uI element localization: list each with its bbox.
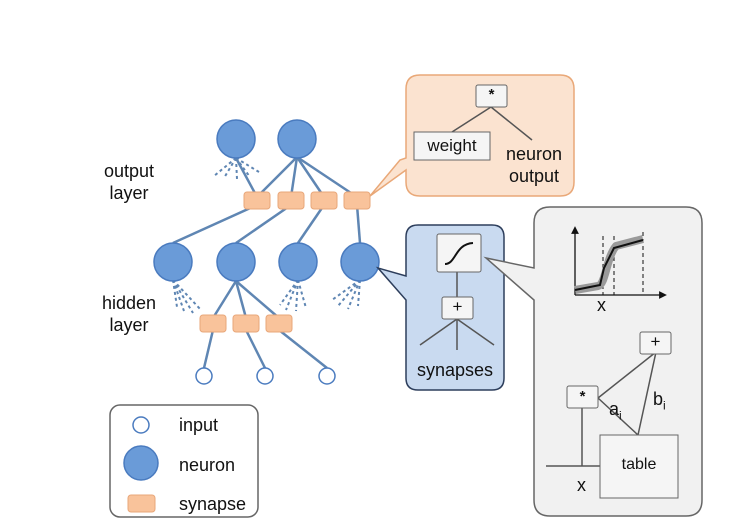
synapse xyxy=(343,191,371,210)
hidden-neuron xyxy=(216,242,256,282)
edge xyxy=(289,156,299,198)
weight-label: weight xyxy=(427,136,477,155)
multiply-symbol-detail: * xyxy=(579,388,586,405)
sigmoid-node xyxy=(436,233,482,273)
network-edges xyxy=(172,155,362,369)
plus-symbol-detail: + xyxy=(650,332,661,351)
legend-neuron-label: neuron xyxy=(179,455,236,475)
sigmoid-icon xyxy=(444,242,474,265)
sigmoid-chart xyxy=(571,226,667,299)
edge xyxy=(235,280,280,319)
input-node xyxy=(195,367,213,385)
hidden-neuron xyxy=(278,242,318,282)
a-i-label: ai xyxy=(609,399,622,423)
edge xyxy=(296,155,358,199)
edge xyxy=(234,157,259,198)
input-node xyxy=(256,367,274,385)
legend-synapse-icon xyxy=(127,494,156,513)
synapse xyxy=(265,314,293,333)
plus-node xyxy=(441,296,474,320)
input-node xyxy=(318,367,336,385)
edge xyxy=(235,203,292,245)
plus-symbol: + xyxy=(452,297,463,316)
edge xyxy=(172,203,258,245)
weight-box xyxy=(413,131,491,161)
synapse xyxy=(277,191,305,210)
legend-synapse-label: synapse xyxy=(179,494,247,514)
edge xyxy=(295,156,326,198)
multiply-node-detail xyxy=(566,385,599,409)
output-layer-label: output layer xyxy=(103,161,155,203)
edge xyxy=(278,329,328,369)
edge xyxy=(355,204,362,244)
synapse xyxy=(199,314,227,333)
synapse xyxy=(243,191,271,210)
b-i-label: bi xyxy=(653,389,666,413)
edge xyxy=(296,204,326,244)
hidden-neuron xyxy=(340,242,380,282)
legend-box xyxy=(109,404,259,518)
multiply-symbol: * xyxy=(488,86,495,103)
synapse xyxy=(310,191,338,210)
hidden-neuron xyxy=(153,242,193,282)
edge xyxy=(211,280,238,319)
legend-input-icon xyxy=(132,416,150,434)
multiply-node xyxy=(475,84,508,108)
edge xyxy=(234,280,248,319)
x-input-label: x xyxy=(577,475,586,495)
edge xyxy=(244,329,267,369)
chart-x-label: x xyxy=(597,295,606,315)
lookup-table-box xyxy=(599,434,679,499)
edge xyxy=(256,156,298,198)
dashed-edges xyxy=(172,157,361,314)
synapse xyxy=(232,314,260,333)
table-label: table xyxy=(621,456,657,473)
plus-node-detail xyxy=(639,331,672,355)
edge xyxy=(202,329,215,369)
legend-neuron-icon xyxy=(123,445,159,481)
output-neuron xyxy=(216,119,256,159)
output-neuron xyxy=(277,119,317,159)
neuron-output-label: neuron output xyxy=(505,144,563,186)
legend-input-label: input xyxy=(179,415,219,435)
synapses-label: synapses xyxy=(416,360,494,380)
hidden-layer-label: hidden layer xyxy=(101,293,157,335)
